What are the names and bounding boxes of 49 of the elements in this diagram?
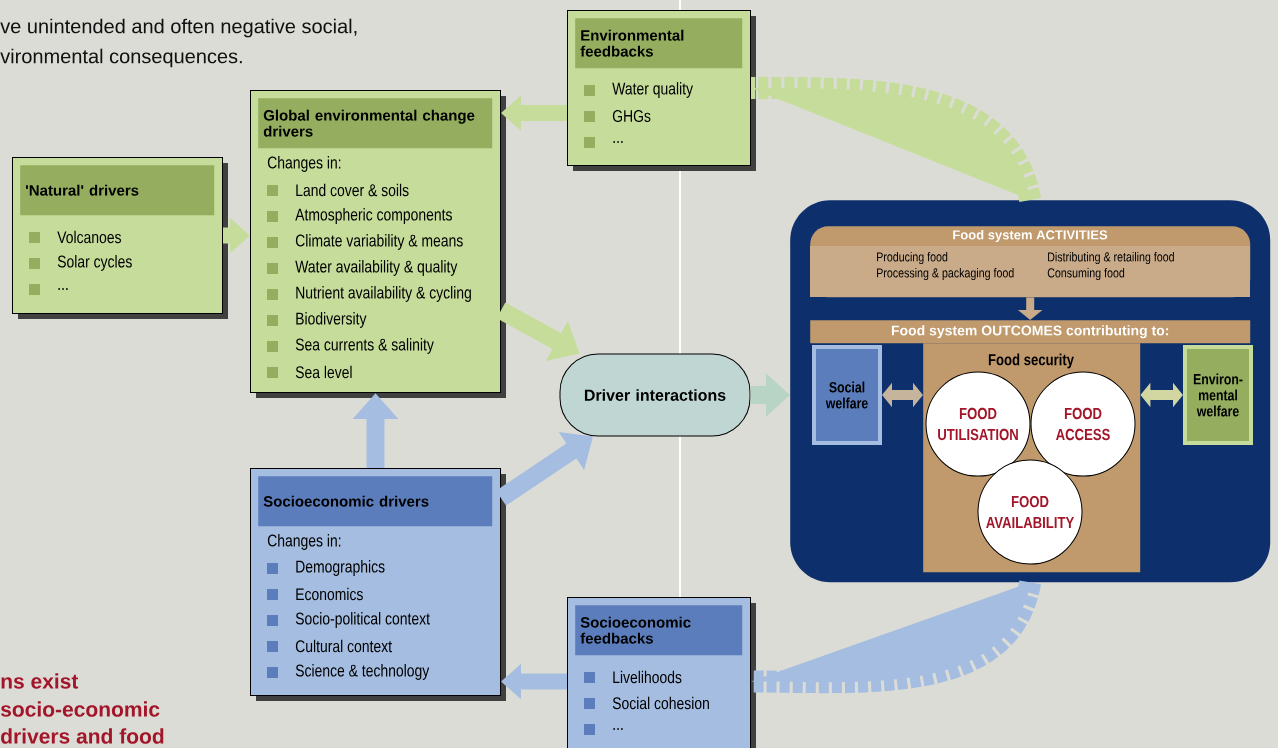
- intro-text: Changes in:: [267, 156, 341, 172]
- list-item: Climate variability & means: [267, 234, 463, 250]
- double-arrow: [882, 382, 923, 408]
- box-heading: Global environmental change drivers: [258, 98, 493, 149]
- driver-box: [250, 468, 506, 701]
- list-item: Livelihoods: [584, 670, 682, 684]
- feedback-box: [567, 10, 756, 171]
- list-item: Sea currents & salinity: [267, 338, 434, 354]
- body-text: ve unintended and often negative social,: [0, 18, 357, 38]
- feedback-band: [751, 77, 1041, 203]
- list-item: Social cohesion: [584, 696, 709, 710]
- activities-box: Food system ACTIVITIES Producing food Processing & packaging food Distributing & retailing food Consuming food: [810, 226, 1251, 298]
- intro-text: Changes in:: [267, 534, 341, 550]
- list-item: Nutrient availability & cycling: [267, 286, 471, 302]
- feedback-band: [750, 579, 1041, 694]
- list-item: Demographics: [267, 560, 385, 576]
- list-item: Science & technology: [267, 664, 430, 680]
- list-item: ...: [29, 284, 68, 295]
- highlight-text: ns exist: [1, 673, 79, 689]
- list-item: ...: [584, 137, 623, 148]
- list-item: Socio-political context: [267, 612, 430, 628]
- welfare-box: Social welfare: [812, 345, 882, 445]
- list-item: Solar cycles: [29, 255, 132, 271]
- list-item: GHGs: [584, 110, 651, 123]
- driver-box: [12, 157, 228, 319]
- list-item: Biodiversity: [267, 312, 367, 328]
- feedback-box: [567, 597, 756, 748]
- list-item: Land cover & soils: [267, 183, 409, 197]
- list-item: Volcanoes: [29, 230, 121, 244]
- node-label: Food security: [988, 353, 1074, 369]
- list-item: Economics: [267, 587, 363, 601]
- highlight-text: socio-economic: [0, 701, 160, 717]
- body-text: vironmental consequences.: [0, 48, 242, 68]
- interaction-capsule: Driver interactions: [559, 353, 751, 437]
- list-item: Cultural context: [267, 639, 392, 653]
- list-item: ...: [584, 724, 623, 735]
- box-heading: Environmental feedbacks: [575, 18, 743, 69]
- driver-box: [250, 90, 506, 398]
- welfare-box: Environ-mental welfare: [1183, 345, 1253, 445]
- list-item: Sea level: [267, 365, 352, 379]
- highlight-text: drivers and food: [1, 728, 164, 744]
- list-item: Atmospheric components: [267, 208, 452, 224]
- box-heading: Socioeconomic feedbacks: [575, 605, 743, 656]
- box-heading: Socioeconomic drivers: [258, 476, 493, 527]
- box-heading: 'Natural' drivers: [20, 165, 215, 216]
- list-item: Water availability & quality: [267, 260, 458, 276]
- double-arrow: [1140, 382, 1183, 408]
- list-item: Water quality: [584, 82, 693, 98]
- outcomes-band: Food system OUTCOMES contributing to:: [810, 320, 1251, 344]
